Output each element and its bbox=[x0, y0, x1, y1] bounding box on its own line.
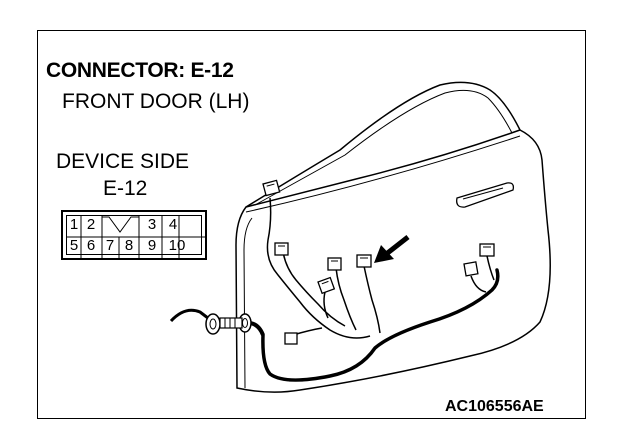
connector-location: FRONT DOOR (LH) bbox=[62, 90, 250, 113]
door-outline bbox=[235, 129, 551, 393]
pin-grid-lines bbox=[67, 216, 205, 258]
device-connector-id: E-12 bbox=[103, 177, 148, 200]
branch-wire-2 bbox=[282, 251, 346, 327]
branch-wire-4 bbox=[363, 265, 381, 334]
connector-top bbox=[262, 179, 281, 197]
connector-e12 bbox=[356, 254, 372, 268]
branch-wire-5 bbox=[323, 291, 329, 319]
door-inner-edge bbox=[243, 217, 253, 389]
diagram-frame bbox=[37, 30, 586, 419]
pin-9: 9 bbox=[147, 237, 157, 254]
door-belt-line bbox=[245, 135, 521, 213]
connector-title: CONNECTOR: E-12 bbox=[46, 59, 234, 82]
connector-middle-1 bbox=[327, 257, 342, 271]
branch-wire-upper bbox=[266, 197, 371, 339]
pin-3: 3 bbox=[147, 216, 157, 233]
pin-6: 6 bbox=[86, 237, 96, 254]
branch-wire-8 bbox=[470, 275, 487, 293]
pin-5: 5 bbox=[69, 237, 79, 254]
connector-right-lower bbox=[463, 261, 479, 277]
key-notch-icon bbox=[102, 216, 139, 233]
device-side-label: DEVICE SIDE bbox=[56, 150, 190, 173]
pin-1: 1 bbox=[69, 216, 79, 233]
branch-wire-7 bbox=[486, 255, 495, 281]
connector-middle-2 bbox=[317, 276, 336, 295]
pin-4: 4 bbox=[168, 216, 178, 233]
connector-pin-grid: 1 2 3 4 5 6 7 8 9 10 bbox=[66, 215, 205, 258]
figure-code: AC106556AE bbox=[445, 398, 544, 415]
window-frame-inner bbox=[254, 89, 513, 206]
connector-lower-left bbox=[284, 332, 298, 345]
pin-2: 2 bbox=[86, 216, 96, 233]
connector-pin-diagram: 1 2 3 4 5 6 7 8 9 10 bbox=[61, 210, 207, 260]
pin-7: 7 bbox=[105, 237, 115, 254]
window-frame bbox=[245, 81, 521, 208]
wiring-harness-main bbox=[261, 268, 500, 382]
connector-right-upper bbox=[479, 243, 495, 257]
branch-wire-3 bbox=[335, 267, 357, 331]
corrugated-tube bbox=[219, 317, 243, 329]
pin-10: 10 bbox=[168, 237, 186, 254]
grommet-outer bbox=[205, 313, 221, 335]
connector-left-upper bbox=[274, 242, 289, 256]
door-handle-icon bbox=[456, 182, 515, 208]
pin-8: 8 bbox=[124, 237, 134, 254]
pointer-arrow-icon bbox=[374, 235, 410, 263]
